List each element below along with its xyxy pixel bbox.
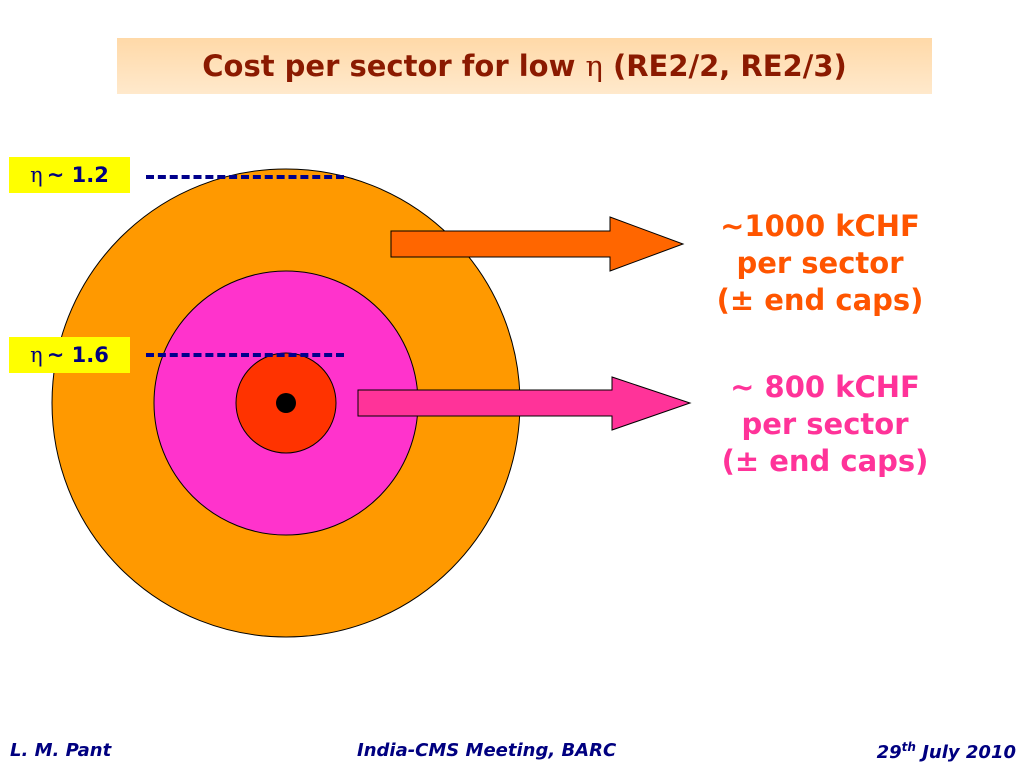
- eta-symbol: η: [30, 343, 43, 367]
- footer-meeting: India-CMS Meeting, BARC: [357, 740, 617, 761]
- title-suffix: (RE2/2, RE2/3): [602, 49, 847, 83]
- footer-date-day: 29: [876, 742, 902, 763]
- title-prefix: Cost per sector for low: [202, 49, 586, 83]
- footer-date-rest: July 2010: [915, 742, 1016, 763]
- eta-value: ~ 1.2: [46, 163, 109, 187]
- eta-value: ~ 1.6: [46, 343, 109, 367]
- cost-inner-note: (± end caps): [721, 444, 929, 478]
- cost-inner-amount: ~ 800 kCHF: [730, 370, 920, 404]
- arrow-outer-ring: [390, 216, 685, 272]
- footer-author: L. M. Pant: [10, 740, 112, 761]
- title-banner: Cost per sector for low η (RE2/2, RE2/3): [117, 38, 932, 94]
- footer-date-suffix: th: [901, 740, 916, 754]
- eta-boundary-line-1-6: [146, 353, 344, 357]
- cost-inner-unit: per sector: [741, 407, 909, 441]
- cost-outer-amount: ~1000 kCHF: [720, 209, 920, 243]
- cost-outer-ring: ~1000 kCHF per sector (± end caps): [690, 208, 950, 319]
- center-dot: [276, 393, 296, 413]
- eta-label-1-6: η ~ 1.6: [9, 337, 130, 373]
- cost-outer-note: (± end caps): [716, 283, 924, 317]
- slide-title: Cost per sector for low η (RE2/2, RE2/3): [202, 49, 847, 83]
- eta-label-1-2: η ~ 1.2: [9, 157, 130, 193]
- eta-symbol: η: [30, 163, 43, 187]
- cost-outer-unit: per sector: [736, 246, 904, 280]
- arrow-middle-ring: [357, 376, 692, 431]
- eta-boundary-line-1-2: [146, 175, 344, 179]
- title-eta-symbol: η: [585, 49, 603, 83]
- cost-inner-ring: ~ 800 kCHF per sector (± end caps): [695, 369, 955, 480]
- footer-date: 29th July 2010: [877, 740, 1016, 763]
